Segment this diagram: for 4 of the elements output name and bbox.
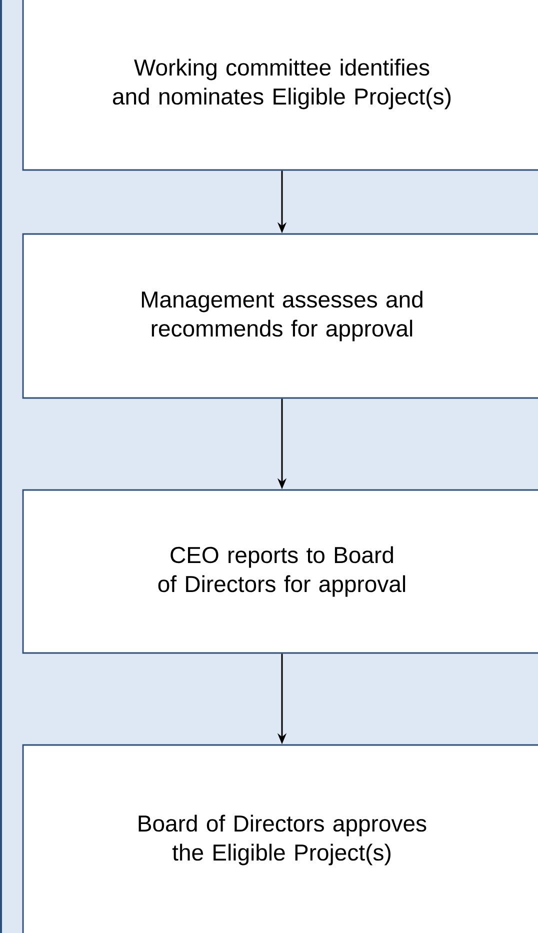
process-box: Working committee identifies and nominates Eligible Project(s): [22, 0, 538, 171]
process-box: CEO reports to Board of Directors for approval: [22, 489, 538, 654]
process-box: Management assesses and recommends for approval: [22, 233, 538, 399]
process-box: Board of Directors approves the Eligible Project(s): [22, 744, 538, 933]
